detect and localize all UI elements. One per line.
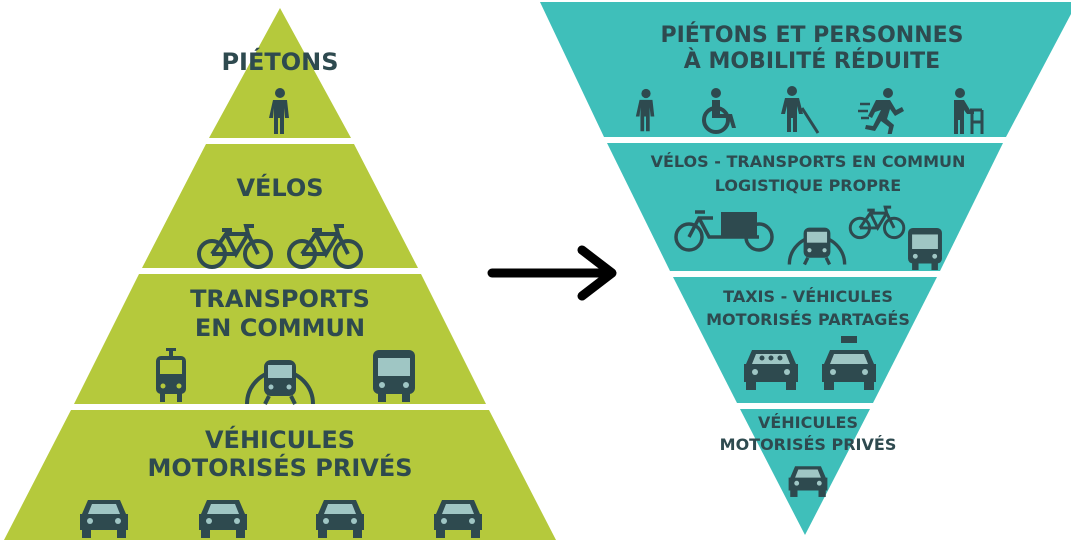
right-tier-4-label-line1: VÉHICULES — [758, 413, 858, 432]
left-tier-4-label-line1: VÉHICULES — [205, 425, 355, 454]
left-tier-2-band — [142, 144, 418, 268]
tram-icon — [156, 348, 186, 402]
arrow-right-icon — [487, 245, 617, 301]
right-tier-1-band — [540, 2, 1071, 137]
left-tier-2-label: VÉLOS — [236, 173, 323, 202]
right-tier-1-label-line1: PIÉTONS ET PERSONNES — [661, 22, 964, 48]
right-tier-2-band — [607, 143, 1003, 271]
right-tier-4-label-line2: MOTORISÉS PRIVÉS — [720, 435, 897, 454]
left-pyramid: PIÉTONS VÉLOS TRANSPORTS EN COMMUN VÉHIC… — [4, 8, 556, 540]
right-tier-3-label-line2: MOTORISÉS PARTAGÉS — [706, 310, 910, 329]
right-tier-3-label-line1: TAXIS - VÉHICULES — [723, 287, 893, 306]
left-tier-4-band — [4, 410, 556, 540]
left-tier-1-label: PIÉTONS — [221, 47, 338, 76]
right-tier-2-label-line1: VÉLOS - TRANSPORTS EN COMMUN — [651, 152, 966, 171]
right-pyramid: PIÉTONS ET PERSONNES À MOBILITÉ RÉDUITE … — [540, 2, 1071, 535]
left-tier-3-label-line1: TRANSPORTS — [190, 285, 370, 313]
right-tier-2-label-line2: LOGISTIQUE PROPRE — [715, 176, 901, 195]
left-tier-1-band — [209, 8, 351, 138]
right-tier-1-label-line2: À MOBILITÉ RÉDUITE — [684, 48, 940, 74]
left-tier-4-label-line2: MOTORISÉS PRIVÉS — [147, 453, 412, 482]
left-tier-3-label-line2: EN COMMUN — [195, 314, 365, 342]
